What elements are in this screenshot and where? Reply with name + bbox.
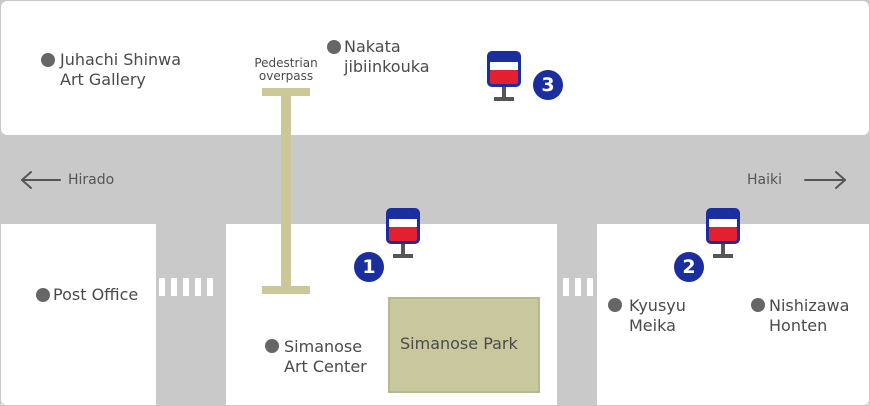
arrow-right-icon xyxy=(804,171,846,189)
juhachi-shinwa-label: Juhachi Shinwa Art Gallery xyxy=(60,50,181,90)
crosswalk-east xyxy=(563,278,593,296)
simanose-art-center-label: Simanose Art Center xyxy=(284,337,367,377)
juhachi-shinwa-marker xyxy=(41,53,55,67)
block-southwest xyxy=(1,224,156,405)
simanose-park-label: Simanose Park xyxy=(400,334,518,353)
simanose-art-center-line1: Simanose xyxy=(284,337,363,356)
road-east-label: Haiki xyxy=(747,172,782,188)
nakata-marker xyxy=(327,40,341,54)
simanose-park-area xyxy=(388,297,540,393)
pedestrian-overpass-line1: Pedestrian xyxy=(254,56,318,70)
nakata-line2: jibiinkouka xyxy=(344,57,430,76)
bus-stop-sign-icon xyxy=(386,208,420,258)
bus-stop-sign-icon xyxy=(487,51,521,101)
post-office-label: Post Office xyxy=(53,285,139,304)
arrow-left-icon xyxy=(21,171,61,189)
kyusyu-meika-label: Kyusyu Meika xyxy=(629,296,686,336)
pedestrian-overpass-line2: overpass xyxy=(258,69,314,83)
nishizawa-honten-label: Nishizawa Honten xyxy=(769,296,849,336)
crosswalk-west xyxy=(159,278,213,296)
juhachi-shinwa-line1: Juhachi Shinwa xyxy=(60,50,182,69)
simanose-art-center-line2: Art Center xyxy=(284,357,367,376)
block-north xyxy=(1,1,869,135)
kyusyu-meika-line2: Meika xyxy=(629,316,676,335)
bus-stop-1-marker: 1 xyxy=(354,252,384,282)
kyusyu-meika-line1: Kyusyu xyxy=(629,296,686,315)
kyusyu-meika-marker xyxy=(608,298,622,312)
bus-stop-2-marker: 2 xyxy=(674,252,704,282)
road-west-label: Hirado xyxy=(68,172,115,188)
nishizawa-honten-line1: Nishizawa xyxy=(769,296,850,315)
juhachi-shinwa-line2: Art Gallery xyxy=(60,70,146,89)
nakata-line1: Nakata xyxy=(344,37,401,56)
pedestrian-overpass-shape xyxy=(262,88,310,294)
pedestrian-overpass-label: Pedestrian overpass xyxy=(246,57,326,83)
nishizawa-honten-line2: Honten xyxy=(769,316,828,335)
nakata-label: Nakata jibiinkouka xyxy=(344,37,430,77)
nishizawa-honten-marker xyxy=(751,298,765,312)
simanose-art-center-marker xyxy=(265,339,279,353)
bus-stop-3-marker: 3 xyxy=(533,70,563,100)
bus-stop-sign-icon xyxy=(706,208,740,258)
post-office-marker xyxy=(36,288,50,302)
